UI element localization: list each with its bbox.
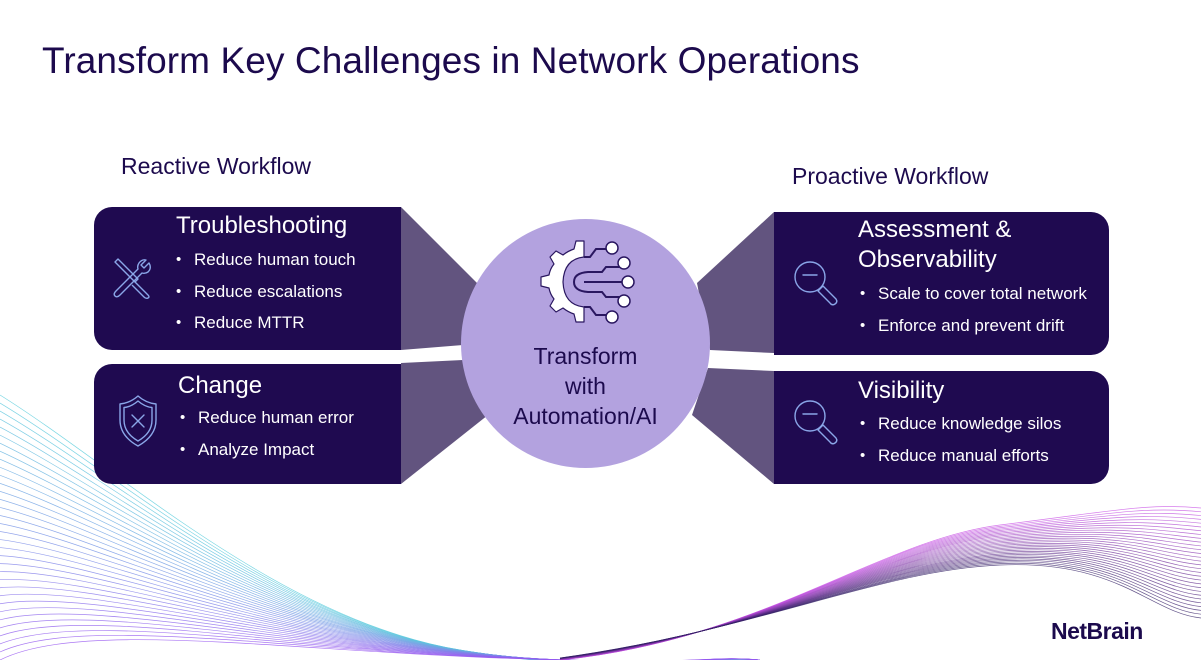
bullet-item: Reduce manual efforts (860, 440, 1061, 472)
netbrain-logo: NetBrain (1051, 618, 1143, 644)
wave-line (0, 571, 761, 660)
wave-line (0, 639, 761, 660)
connector-troubleshooting (401, 207, 477, 350)
tools-icon (113, 258, 151, 300)
bullet-item: Analyze Impact (180, 434, 354, 466)
card-title: Assessment & Observability (858, 215, 1011, 275)
connector-change (401, 360, 488, 484)
slide-title: Transform Key Challenges in Network Oper… (42, 40, 860, 81)
bullet-item: Enforce and prevent drift (860, 310, 1087, 342)
card-change: Change Reduce human error Analyze Impact (94, 364, 401, 484)
proactive-workflow-label: Proactive Workflow (792, 163, 989, 189)
hub-label-line: Automation/AI (513, 403, 658, 429)
wave-line (0, 586, 761, 660)
reactive-workflow-label: Reactive Workflow (121, 153, 312, 179)
bullet-item: Reduce human error (180, 402, 354, 434)
shield-x-icon (119, 395, 157, 447)
card-title: Change (178, 372, 263, 399)
card-title-line: Assessment & (858, 216, 1012, 243)
card-troubleshooting: Troubleshooting Reduce human touch Reduc… (94, 207, 401, 350)
bullet-list: Scale to cover total network Enforce and… (860, 278, 1087, 341)
hub-label: Transform with Automation/AI (461, 341, 710, 431)
wave-line (559, 564, 1201, 659)
gear-circuit-icon (540, 240, 635, 324)
connector-assessment (697, 212, 774, 353)
bullet-list: Reduce human error Analyze Impact (180, 402, 354, 465)
magnifier-minus-icon (794, 261, 838, 306)
bullet-item: Reduce escalations (176, 276, 356, 308)
wave-line (0, 563, 761, 660)
connector-visibility (692, 368, 774, 484)
bullet-list: Reduce knowledge silos Reduce manual eff… (860, 408, 1061, 471)
bullet-item: Reduce knowledge silos (860, 408, 1061, 440)
card-assessment-observability: Assessment & Observability Scale to cove… (774, 212, 1109, 355)
card-title-line: Observability (858, 246, 997, 273)
bullet-item: Reduce MTTR (176, 307, 356, 339)
hub-label-line: Transform (533, 343, 638, 369)
magnifier-minus-icon (794, 400, 838, 445)
card-visibility: Visibility Reduce knowledge silos Reduce… (774, 371, 1109, 484)
wave-line (0, 579, 761, 660)
wave-line (0, 593, 761, 660)
card-title: Visibility (858, 377, 945, 404)
bullet-list: Reduce human touch Reduce escalations Re… (176, 244, 356, 339)
hub-label-line: with (565, 373, 606, 399)
transform-hub: Transform with Automation/AI (461, 219, 710, 468)
bullet-item: Scale to cover total network (860, 278, 1087, 310)
bullet-item: Reduce human touch (176, 244, 356, 276)
card-title: Troubleshooting (176, 212, 348, 239)
